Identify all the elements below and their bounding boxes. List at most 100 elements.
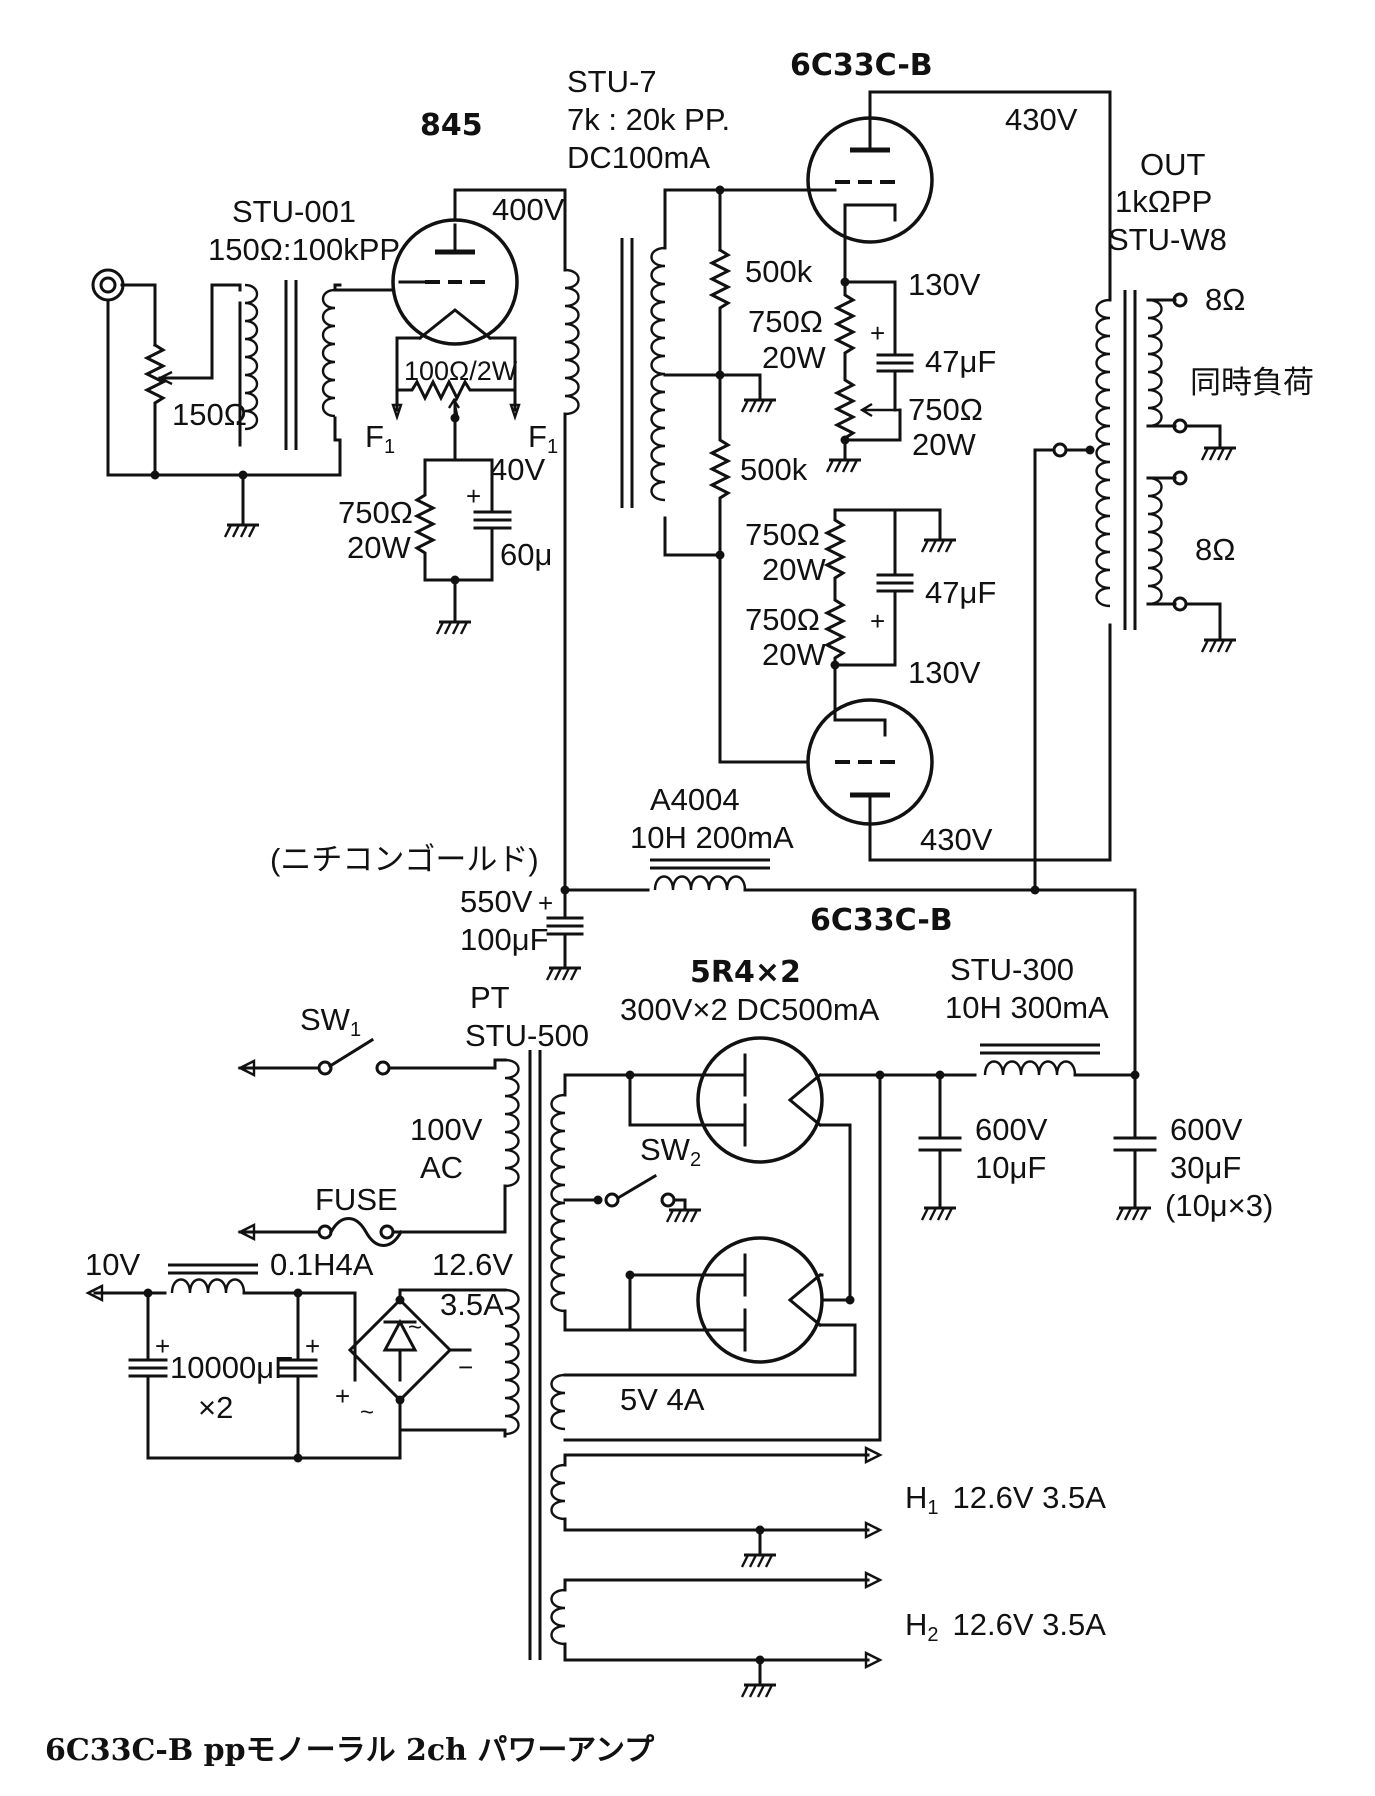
- cathode-voltage-lower: 130V: [908, 655, 981, 690]
- cathode-resistor-lower-value-1: 750Ω: [745, 517, 820, 552]
- grid-resistor-2-value: 500k: [740, 452, 808, 487]
- plate-voltage-lower: 430V: [920, 822, 993, 857]
- rectifier-spec: 300V×2 DC500mA: [620, 992, 880, 1027]
- cathode-resistor-lower-value-2: 750Ω: [745, 602, 820, 637]
- cap1-value: 100μF: [460, 922, 549, 957]
- choke2-name: STU-300: [950, 952, 1074, 987]
- cap-plus-100uf: +: [538, 888, 553, 918]
- grid-resistor-2: [708, 373, 732, 557]
- cathode-resistor-845: [413, 478, 437, 582]
- tube-6c33c-lower: [806, 663, 934, 826]
- diagram-caption: 6C33C-B ppモノーラル 2ch パワーアンプ: [45, 1733, 655, 1768]
- simultaneous-load-label: 同時負荷: [1190, 365, 1314, 400]
- output-transformer-label: OUT: [1140, 147, 1206, 182]
- choke-a4004: [650, 858, 770, 891]
- tube-845: [391, 218, 519, 346]
- cathode-resistor-upper-value: 750Ω: [748, 304, 823, 339]
- cathode-resistor-lower-power-2: 20W: [762, 637, 826, 672]
- rectifier-tube-1: [696, 1036, 824, 1164]
- ac-mark-bottom: ~: [360, 1399, 374, 1426]
- input-jack-icon: [91, 268, 125, 302]
- bypass-cap-upper: [876, 343, 914, 412]
- cathode-resistor-upper-power: 20W: [762, 340, 826, 375]
- bridge-plus: +: [335, 1381, 350, 1411]
- cap3-note: (10μ×3): [1165, 1188, 1273, 1223]
- input-section: 150Ω STU-001 150Ω:100kPP 845 400V: [91, 108, 567, 636]
- output-transformer-ratio: 1kΩPP: [1115, 184, 1212, 219]
- interstage-ratio: 7k : 20k PP.: [567, 102, 730, 137]
- choke-stu300: [980, 1043, 1100, 1076]
- pt-label: PT: [470, 980, 510, 1015]
- interstage-name: STU-7: [567, 64, 657, 99]
- cathode-voltage-upper: 130V: [908, 267, 981, 302]
- tube-upper-label: 6C33C-B: [790, 48, 933, 83]
- filament-winding-current: 3.5A: [440, 1287, 504, 1322]
- plate-voltage-845: 400V: [492, 192, 565, 227]
- input-transformer-ratio: 150Ω:100kPP: [208, 232, 400, 267]
- cathode-resistor-value: 750Ω: [338, 495, 413, 530]
- bypass-cap-upper-value: 47μF: [925, 344, 996, 379]
- volume-pot: [143, 342, 167, 477]
- bypass-cap-lower: [876, 508, 914, 667]
- cap1-voltage: 550V: [460, 884, 533, 919]
- grid-resistor-1: [708, 247, 732, 377]
- pt-name: STU-500: [465, 1018, 589, 1053]
- filament-f1-right: F1: [528, 419, 558, 458]
- cap3-voltage: 600V: [1170, 1112, 1243, 1147]
- fuse: [328, 1217, 404, 1247]
- diode-bridge: [347, 1297, 453, 1403]
- ac-mark-top: ~: [408, 1314, 422, 1341]
- adjustable-resistor-power: 20W: [912, 427, 976, 462]
- grid-resistor-1-value: 500k: [745, 254, 813, 289]
- output-transformer: [1095, 290, 1222, 642]
- tap-upper-label: 8Ω: [1205, 282, 1245, 317]
- bypass-cap-lower-value: 47μF: [925, 575, 996, 610]
- interstage-transformer: [563, 188, 722, 892]
- output-transformer-name: STU-W8: [1108, 222, 1227, 257]
- cathode-resistor-lower-power-1: 20W: [762, 552, 826, 587]
- switch2-label: SW2: [640, 1132, 701, 1171]
- cathode-voltage-845: 40V: [490, 452, 545, 487]
- cap3-value: 30μF: [1170, 1150, 1241, 1185]
- plate-voltage-upper: 430V: [1005, 102, 1078, 137]
- power-transformer: [504, 1050, 566, 1660]
- winding-5v-label: 5V 4A: [620, 1382, 705, 1417]
- input-transformer: [238, 280, 342, 450]
- filter-cap-10uf: [918, 1073, 962, 1210]
- cathode-resistor-upper: [833, 280, 857, 442]
- cathode-resistor-lower: [823, 508, 847, 667]
- choke1-spec: 10H 200mA: [630, 820, 794, 855]
- cap-plus-filament-1: +: [155, 1331, 170, 1361]
- cap-plus-filament-2: +: [305, 1331, 320, 1361]
- filament-cap-1: [128, 1291, 168, 1460]
- tube-lower-label: 6C33C-B: [810, 903, 953, 938]
- filament-output-voltage: 10V: [85, 1247, 140, 1282]
- filament-choke-label: 0.1H4A: [270, 1247, 374, 1282]
- hum-balancer-label: 100Ω/2W: [404, 356, 518, 386]
- ac-voltage: 100V: [410, 1112, 483, 1147]
- cathode-cap-845: [473, 478, 512, 582]
- ac-label: AC: [420, 1150, 463, 1185]
- tube-6c33c-upper: [803, 116, 934, 244]
- filament-f1-left: F1: [365, 419, 395, 458]
- switch-sw1[interactable]: [327, 1037, 375, 1069]
- volume-pot-label: 150Ω: [172, 397, 247, 432]
- filament-caps-value: 10000μF: [170, 1350, 293, 1385]
- switch-sw2[interactable]: [615, 1173, 658, 1201]
- rectifier-tube-2: [696, 1236, 824, 1364]
- tap-lower-label: 8Ω: [1195, 532, 1235, 567]
- filament-winding-voltage: 12.6V: [432, 1247, 513, 1282]
- filter-cap-30uf: [1113, 1073, 1157, 1210]
- choke1-name: A4004: [650, 782, 740, 817]
- cap-plus-upper: +: [870, 318, 885, 348]
- rectifier-label: 5R4×2: [690, 955, 801, 990]
- cap-plus-845: +: [466, 481, 481, 511]
- fuse-label: FUSE: [315, 1182, 398, 1217]
- bridge-minus: −: [458, 1352, 473, 1382]
- choke2-spec: 10H 300mA: [945, 990, 1109, 1025]
- cap-plus-lower: +: [870, 606, 885, 636]
- cap2-voltage: 600V: [975, 1112, 1048, 1147]
